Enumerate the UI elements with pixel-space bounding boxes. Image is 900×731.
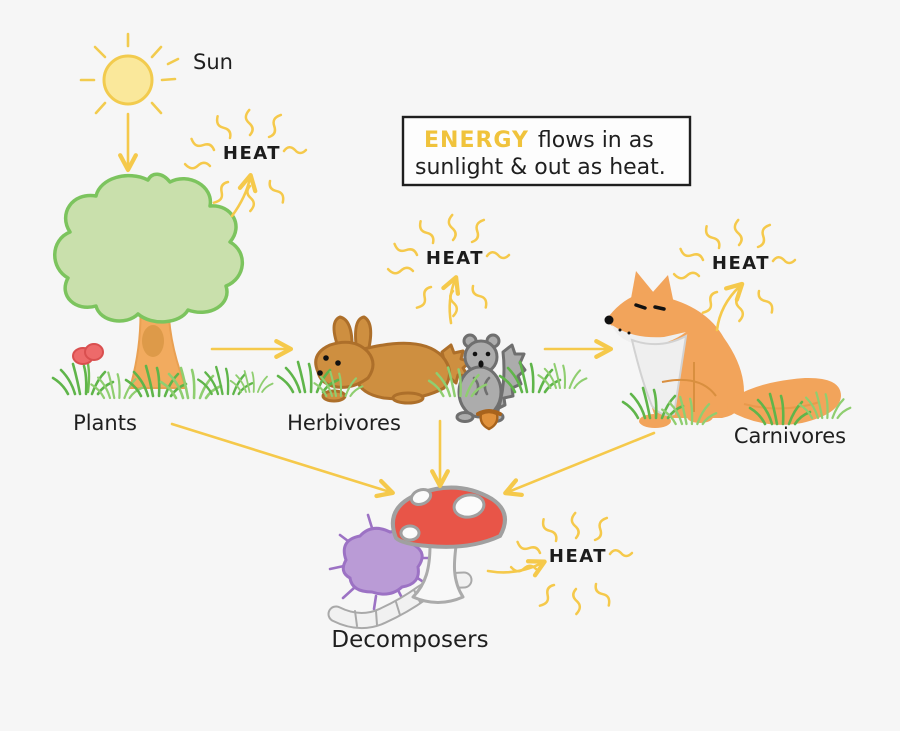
arrow-plants-to-decomposers [170, 422, 395, 499]
heat-carnivores: HEAT [674, 220, 795, 321]
sun-icon [79, 32, 180, 115]
sun-label: Sun [193, 50, 233, 74]
heat-label-plants: HEAT [223, 143, 281, 164]
heat-label-herbivores: HEAT [426, 248, 484, 269]
title-line2: sunlight & out as heat. [415, 155, 666, 180]
title-line1: ENERGY flows in as [424, 128, 654, 153]
acorn-icon [476, 409, 502, 431]
flower-icon [72, 343, 104, 394]
energy-title-box: ENERGY flows in as sunlight & out as heat… [401, 115, 692, 187]
arrow-plants-to-heat [230, 172, 258, 218]
arrow-carnivores-to-heat [715, 281, 745, 332]
arrow-herbivores-to-heat [441, 275, 461, 325]
arrow-carnivores-to-decomposers [503, 431, 656, 497]
heat-plants: HEAT [185, 110, 306, 211]
energy-word: ENERGY [424, 128, 529, 153]
heat-herbivores: HEAT [388, 215, 509, 316]
title-line1-rest: flows in as [538, 128, 654, 153]
fox-icon [604, 271, 841, 428]
heat-decomposers: HEAT [511, 513, 632, 614]
squirrel-icon [455, 333, 527, 423]
decomposers-label: Decomposers [331, 627, 488, 653]
plants-label: Plants [73, 411, 137, 435]
heat-label-carnivores: HEAT [712, 253, 770, 274]
carnivores-label: Carnivores [734, 424, 846, 448]
mushroom-icon [390, 485, 507, 604]
tree-icon [53, 172, 245, 389]
herbivores-label: Herbivores [287, 411, 401, 435]
flow-arrows [118, 112, 745, 578]
heat-label-decomposers: HEAT [549, 546, 607, 567]
